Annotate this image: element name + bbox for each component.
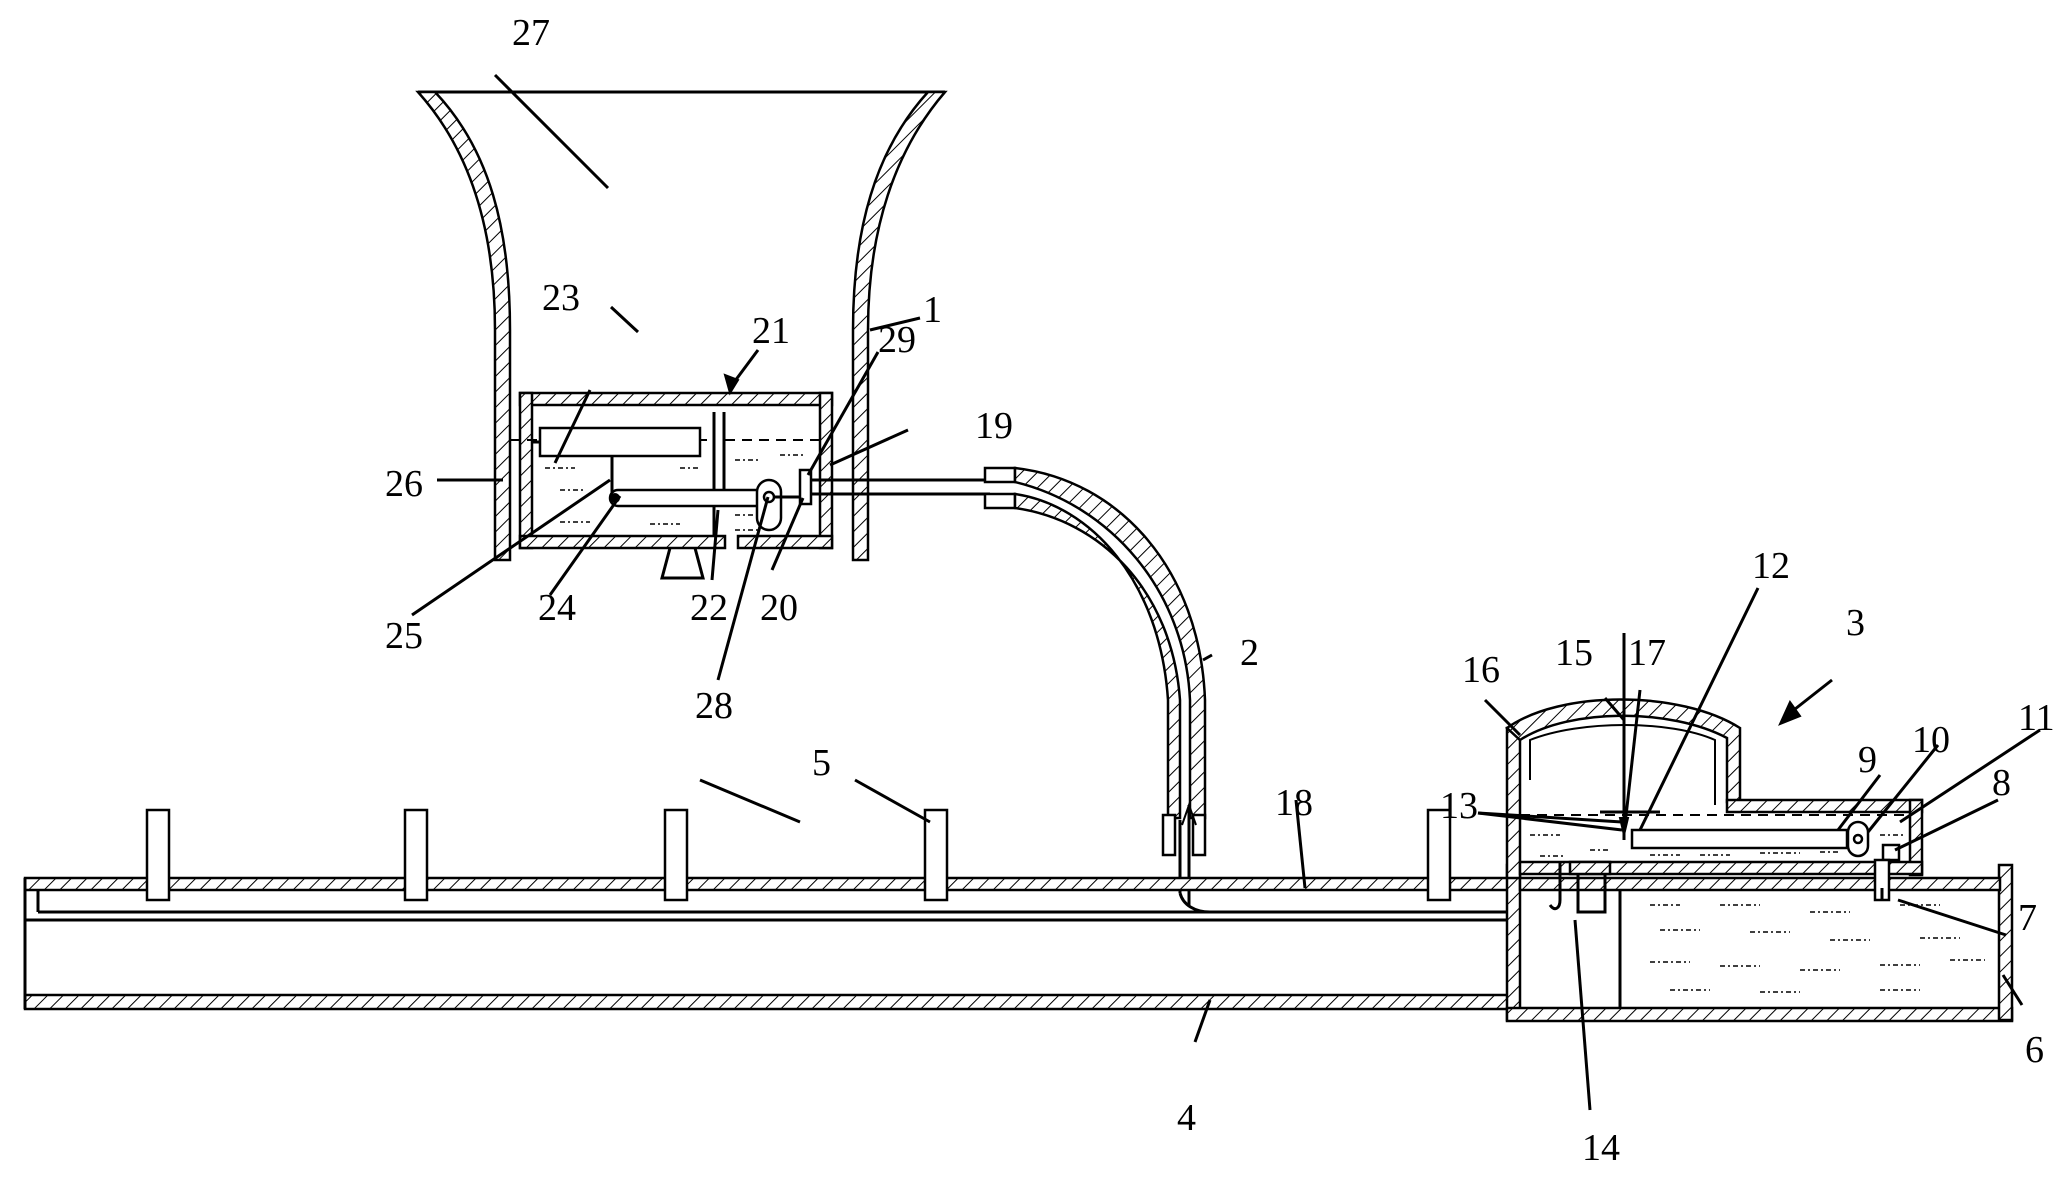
label-4: 4 — [1177, 1097, 1196, 1139]
label-11: 11 — [2018, 697, 2055, 739]
label-22: 22 — [690, 587, 728, 629]
tank-assembly — [1507, 633, 2012, 1021]
label-7: 7 — [2018, 897, 2037, 939]
label-28: 28 — [695, 685, 733, 727]
label-21: 21 — [752, 310, 790, 352]
label-13: 13 — [1440, 785, 1478, 827]
label-5: 5 — [812, 742, 831, 784]
main-pipe — [25, 878, 1510, 1009]
label-9: 9 — [1858, 739, 1877, 781]
label-27: 27 — [512, 12, 550, 54]
float-valve-box — [510, 393, 832, 578]
label-29: 29 — [878, 319, 916, 361]
supply-pipe — [811, 468, 1210, 912]
label-15: 15 — [1555, 632, 1593, 674]
label-2: 2 — [1240, 632, 1259, 674]
leader-lines — [412, 75, 2040, 1110]
label-25: 25 — [385, 615, 423, 657]
label-16: 16 — [1462, 649, 1500, 691]
label-14: 14 — [1582, 1127, 1620, 1169]
label-18: 18 — [1275, 782, 1313, 824]
label-24: 24 — [538, 587, 576, 629]
label-3: 3 — [1846, 602, 1865, 644]
label-23: 23 — [542, 277, 580, 319]
label-26: 26 — [385, 463, 423, 505]
label-19: 19 — [975, 405, 1013, 447]
label-1: 1 — [923, 289, 942, 331]
label-8: 8 — [1992, 762, 2011, 804]
label-17: 17 — [1628, 632, 1666, 674]
label-10: 10 — [1912, 719, 1950, 761]
label-6: 6 — [2025, 1029, 2044, 1071]
label-12: 12 — [1752, 545, 1790, 587]
label-20: 20 — [760, 587, 798, 629]
